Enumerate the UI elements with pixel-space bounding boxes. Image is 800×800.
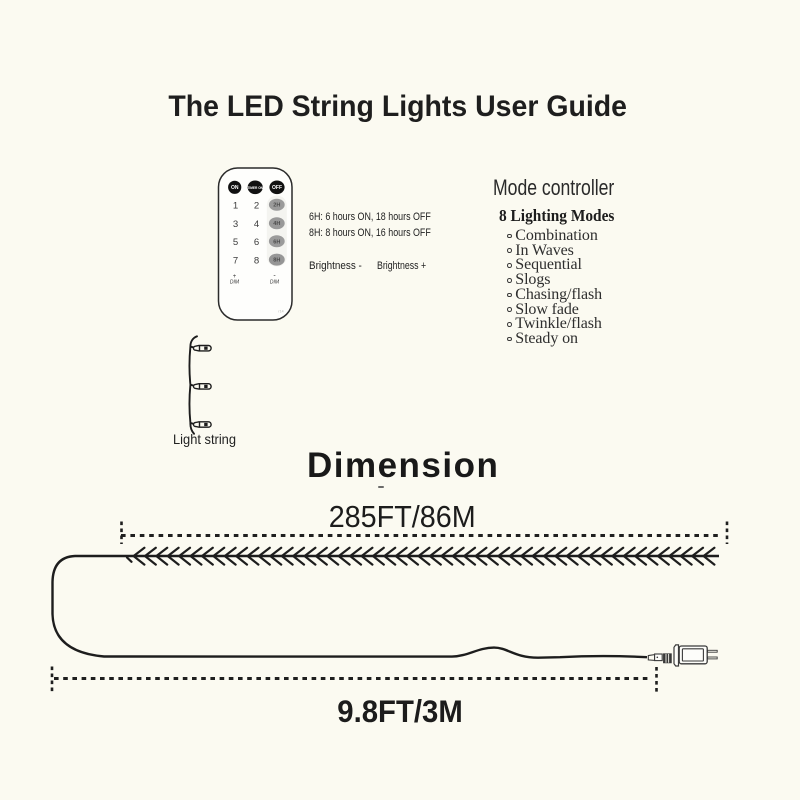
svg-text:2: 2 bbox=[254, 201, 259, 212]
svg-text:r14: r14 bbox=[278, 310, 283, 314]
svg-text:8H: 8H bbox=[273, 258, 280, 264]
svg-text:5: 5 bbox=[233, 237, 238, 248]
svg-text:OFF: OFF bbox=[272, 185, 282, 191]
svg-text:TIMER ON: TIMER ON bbox=[247, 186, 263, 190]
svg-text:-: - bbox=[273, 273, 276, 280]
svg-text:ON: ON bbox=[231, 185, 239, 191]
svg-text:2H: 2H bbox=[273, 203, 280, 209]
svg-text:8: 8 bbox=[254, 255, 259, 266]
svg-text:3: 3 bbox=[233, 219, 238, 230]
svg-text:4: 4 bbox=[254, 219, 260, 230]
svg-text:1: 1 bbox=[233, 201, 238, 212]
svg-text:6: 6 bbox=[254, 237, 259, 248]
svg-text:4H: 4H bbox=[273, 221, 280, 227]
svg-text:+: + bbox=[233, 274, 237, 280]
svg-text:DIM: DIM bbox=[270, 279, 280, 285]
svg-text:6H: 6H bbox=[273, 239, 280, 245]
svg-text:DIM: DIM bbox=[230, 279, 240, 285]
svg-text:7: 7 bbox=[233, 255, 238, 266]
